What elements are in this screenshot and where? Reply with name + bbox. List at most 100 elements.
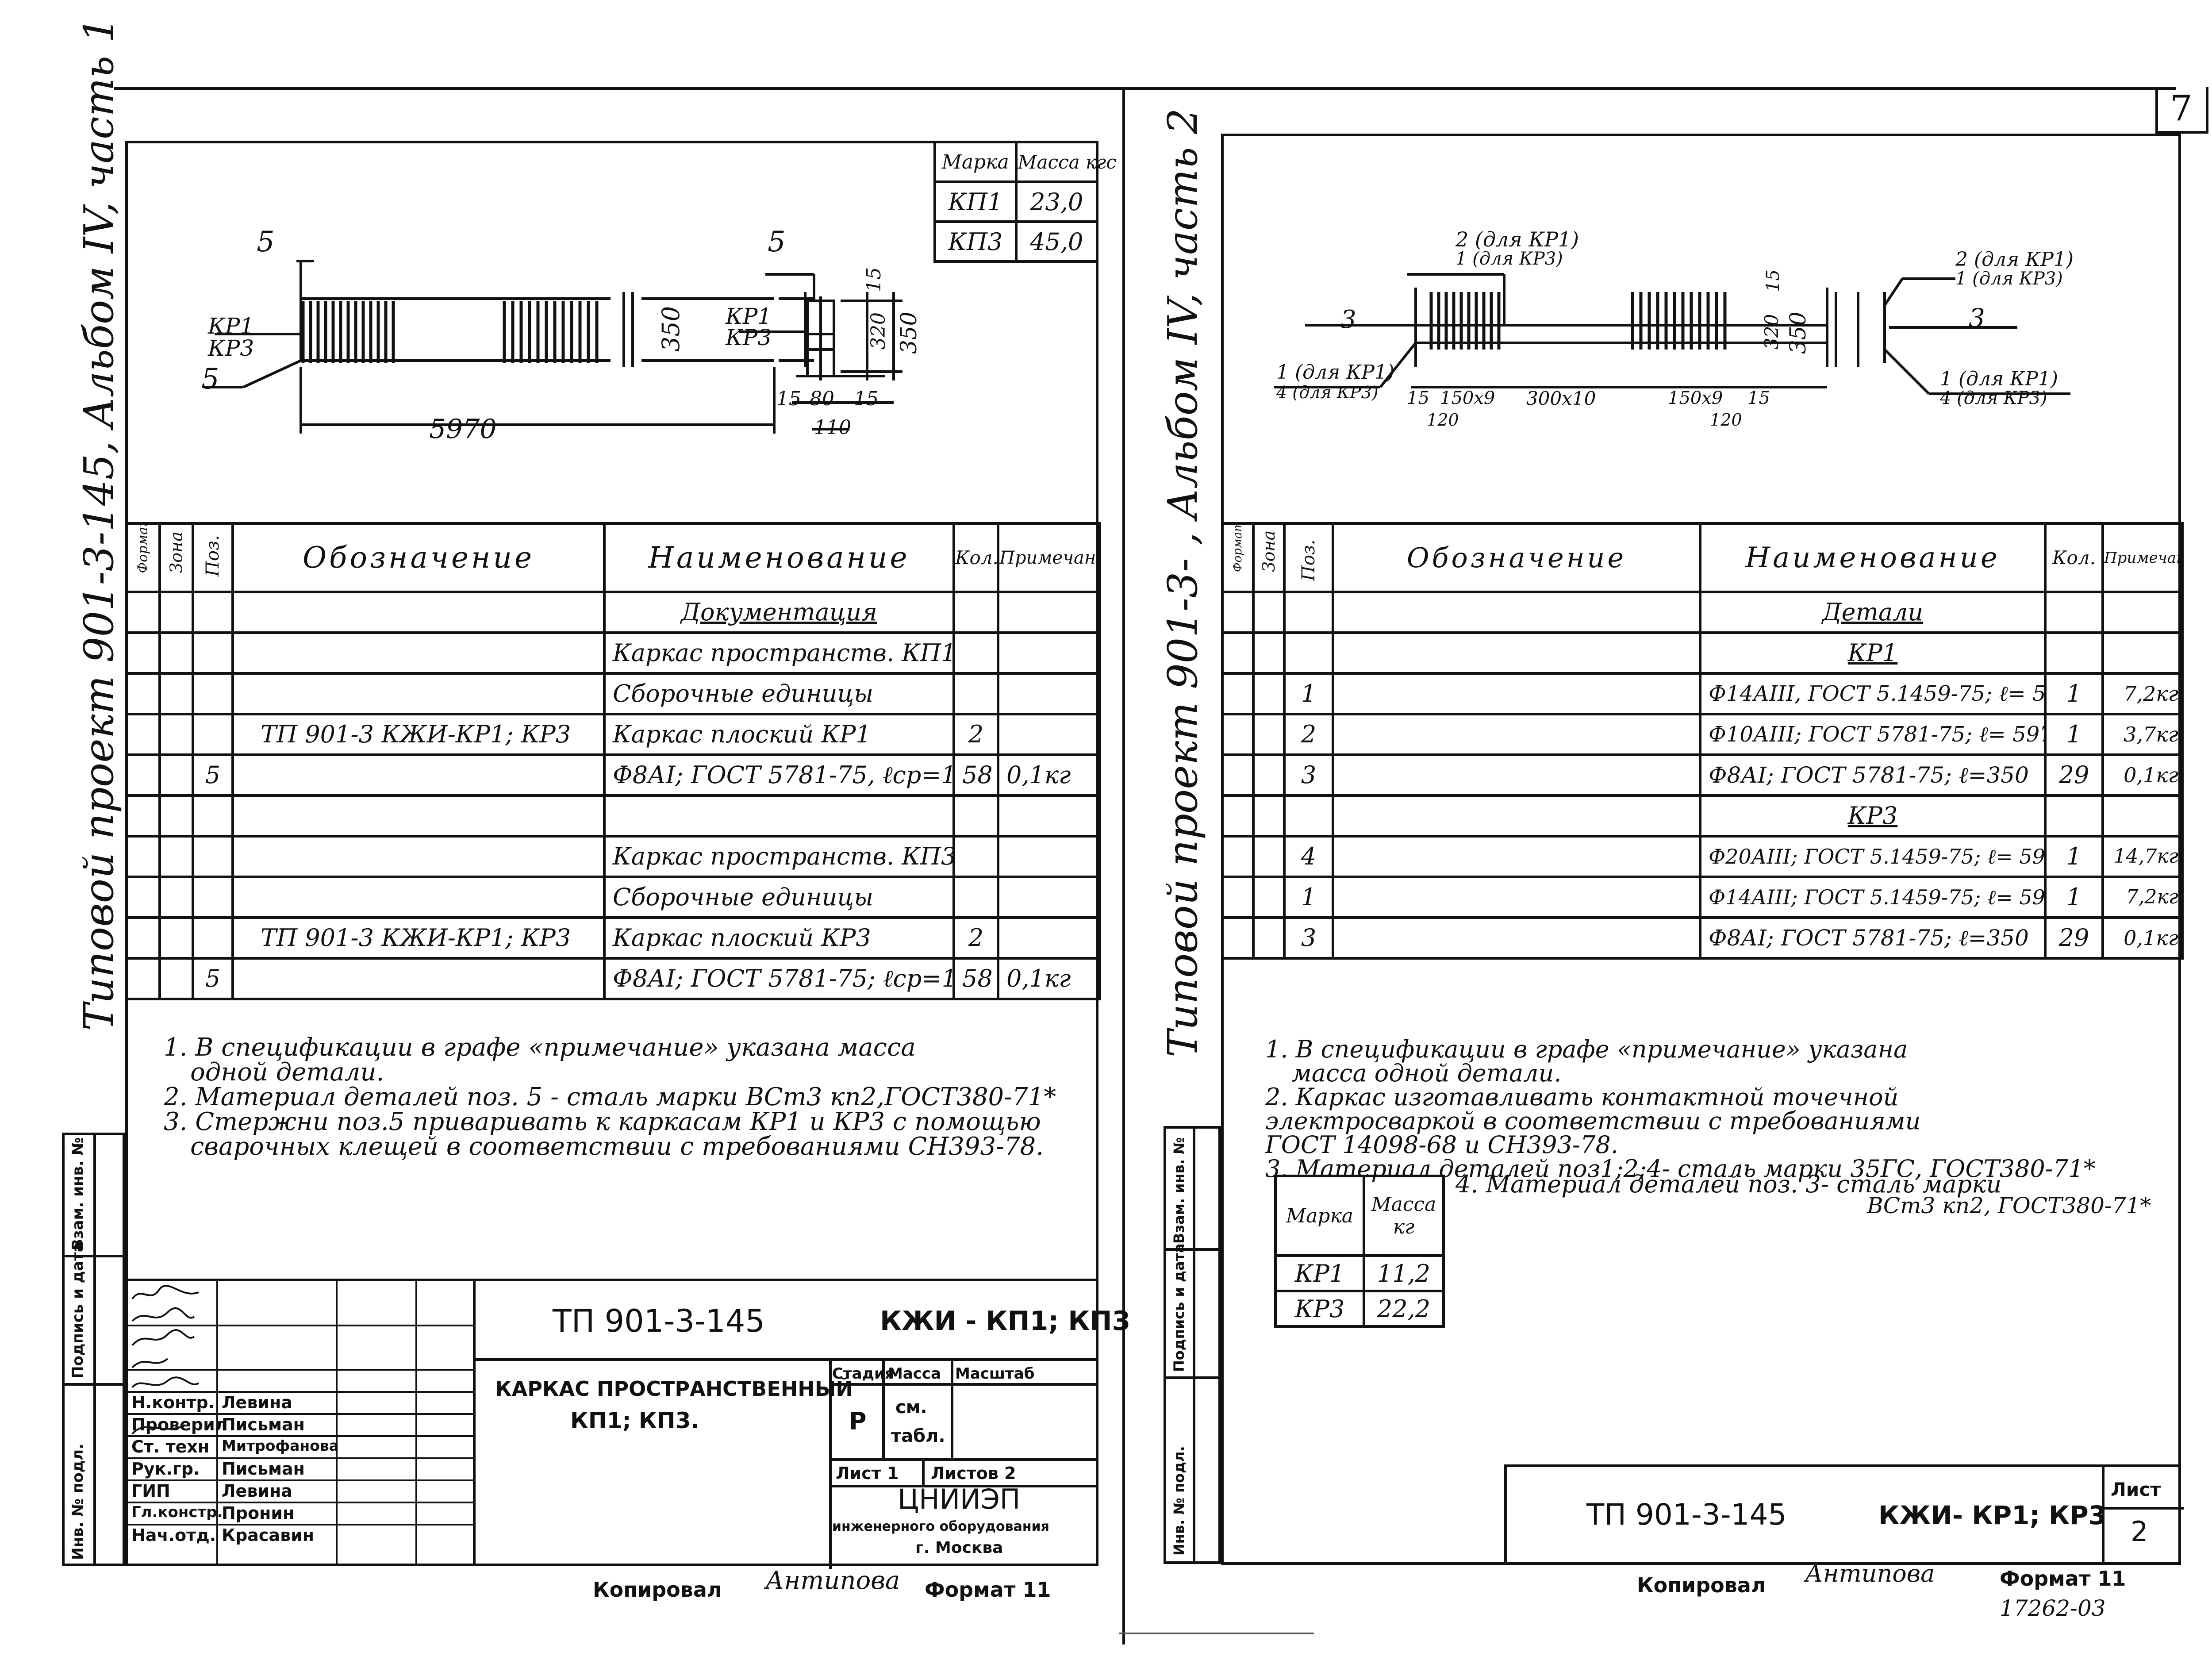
sheets-label: Листов 2 xyxy=(931,1464,1016,1483)
spec-header-row: Формат Зона Поз. Обозначение Наименовани… xyxy=(1221,522,2184,593)
right-spec-table: Формат Зона Поз. Обозначение Наименовани… xyxy=(1221,522,2184,960)
sheet-divider xyxy=(1122,87,1125,1644)
right-sheet-number: 2 xyxy=(2131,1515,2148,1548)
right-r2b: 1 (для КР3) xyxy=(1955,269,2063,289)
left-sec-15c: 15 xyxy=(854,388,879,410)
name-7: Красавин xyxy=(222,1525,314,1545)
right-d120: 120 xyxy=(1427,410,1459,430)
right-r1a: 1 (для КР1) xyxy=(1940,368,2058,390)
left-sec-80: 80 xyxy=(810,388,834,410)
table-row: КР1 xyxy=(1221,631,2184,675)
left-sec-110: 110 xyxy=(814,416,851,439)
object-name-2: КП1; КП3. xyxy=(570,1408,699,1433)
left-notes: 1. В спецификации в графе «примечание» у… xyxy=(164,1035,1056,1159)
mass-label: Масса xyxy=(888,1365,941,1383)
left-copied-by: Антипова xyxy=(765,1566,900,1595)
role-5: ГИП xyxy=(131,1481,170,1501)
col-note: Примечание xyxy=(2101,522,2184,593)
right-vertical-title: Типовой проект 901-3- , Альбом IV, часть… xyxy=(1159,108,1206,1057)
right-sheet-label: Лист xyxy=(2111,1479,2161,1500)
note-line: одной детали. xyxy=(190,1058,384,1087)
right-note-4b: ВСт3 кп2, ГОСТ380-71* xyxy=(1867,1193,2151,1218)
doc-code: ТП 901-3-145 xyxy=(553,1303,765,1339)
org-2: инженерного оборудования xyxy=(832,1519,1049,1534)
right-r1b: 4 (для КР3) xyxy=(1940,388,2047,408)
col-pos: Поз. xyxy=(192,522,234,593)
bottom-line xyxy=(1119,1633,1314,1634)
col-designation: Обозначение xyxy=(1332,522,1701,593)
left-stirrups xyxy=(301,301,599,363)
spec-header-row: Формат Зона Поз. Обозначение Наименовани… xyxy=(125,522,1101,593)
right-format-label: Формат 11 xyxy=(2000,1567,2126,1591)
right-l3: 3 xyxy=(1340,305,1356,334)
mass-row-value: 22,2 xyxy=(1363,1290,1445,1328)
role-1: Н.контр. xyxy=(131,1393,215,1412)
right-d120b: 120 xyxy=(1710,410,1742,430)
note-line: 3. Стержни поз.5 приваривать к каркасам … xyxy=(164,1107,1041,1136)
right-stirrups xyxy=(1429,292,1727,350)
right-copied-label: Копировал xyxy=(1637,1573,1766,1597)
stage-label: Стадия xyxy=(832,1365,895,1383)
side-label-inventory: Инв. № подл. xyxy=(69,1443,87,1560)
left-sec-pos5: 5 xyxy=(768,226,786,258)
mass-header-mark: Марка xyxy=(1274,1175,1365,1257)
mass-row-value: 45,0 xyxy=(1014,220,1098,263)
side-label-signature: Подпись и дата xyxy=(1171,1243,1187,1372)
right-d150: 150х9 xyxy=(1440,388,1495,408)
right-d15b: 15 xyxy=(1747,388,1770,408)
org-1: ЦНИИЭП xyxy=(898,1483,1021,1515)
right-l1a: 1 (для КР1) xyxy=(1276,361,1394,384)
side-label-replaced: Взам. инв. № xyxy=(1171,1137,1187,1244)
col-name: Наименование xyxy=(603,522,955,593)
left-sec-320: 320 xyxy=(867,312,890,350)
table-row: КР3 xyxy=(1221,794,2184,838)
note-line: 2. Материал деталей поз. 5 - сталь марки… xyxy=(164,1083,1056,1111)
doc-mark: КЖИ - КП1; КП3 xyxy=(880,1306,1131,1337)
right-h320: 320 xyxy=(1761,314,1782,350)
right-d300: 300х10 xyxy=(1526,388,1596,409)
left-title-block: Н.контр. Проверил Ст. техн Рук.гр. ГИП Г… xyxy=(125,1279,1130,1569)
table-row: Сборочные единицы xyxy=(125,672,1101,715)
right-l1b: 4 (для КР3) xyxy=(1276,383,1379,402)
name-2: Письман xyxy=(222,1415,305,1434)
name-4: Письман xyxy=(222,1459,305,1479)
role-3: Ст. техн xyxy=(131,1437,210,1456)
name-6: Пронин xyxy=(222,1503,295,1523)
left-sec-15: 15 xyxy=(863,267,885,292)
mass-value-2: табл. xyxy=(891,1426,945,1446)
left-section-drawing xyxy=(739,273,902,430)
col-qty: Кол. xyxy=(2044,522,2104,593)
right-doc-code: ТП 901-3-145 xyxy=(1586,1498,1787,1532)
note-line: электросваркой в соответствии с требован… xyxy=(1265,1107,1921,1135)
note-line: 1. В спецификации в графе «примечание» у… xyxy=(1265,1035,1908,1063)
note-line: сварочных клещей в соответствии с требов… xyxy=(190,1132,1044,1161)
table-row: Каркас пространств. КП3 xyxy=(125,835,1101,878)
col-qty: Кол. xyxy=(952,522,999,593)
mass-row-mark: КР1 xyxy=(1274,1254,1365,1292)
mass-row-value: 11,2 xyxy=(1363,1254,1445,1292)
right-title-block: ТП 901-3-145 КЖИ- КР1; КР3 Лист 2 xyxy=(1504,1464,2184,1565)
mass-value-1: см. xyxy=(895,1397,927,1418)
page-number: 7 xyxy=(2170,88,2193,129)
left-kp3-label: КР3 xyxy=(208,335,254,361)
right-doc-mark: КЖИ- КР1; КР3 xyxy=(1878,1500,2107,1530)
left-side-stamp: Взам. инв. № Подпись и дата Инв. № подл. xyxy=(62,1133,125,1566)
mass-row-mark: КР3 xyxy=(1274,1290,1365,1328)
col-zone: Зона xyxy=(1252,522,1286,593)
left-spec-table: Формат Зона Поз. Обозначение Наименовани… xyxy=(125,522,1101,1000)
left-format-label: Формат 11 xyxy=(925,1578,1051,1602)
object-name-1: КАРКАС ПРОСТРАНСТВЕННЫЙ xyxy=(495,1377,853,1401)
left-length-dim: 5970 xyxy=(429,414,497,445)
col-format: Формат xyxy=(125,522,161,593)
right-r2a: 2 (для КР1) xyxy=(1955,248,2074,271)
